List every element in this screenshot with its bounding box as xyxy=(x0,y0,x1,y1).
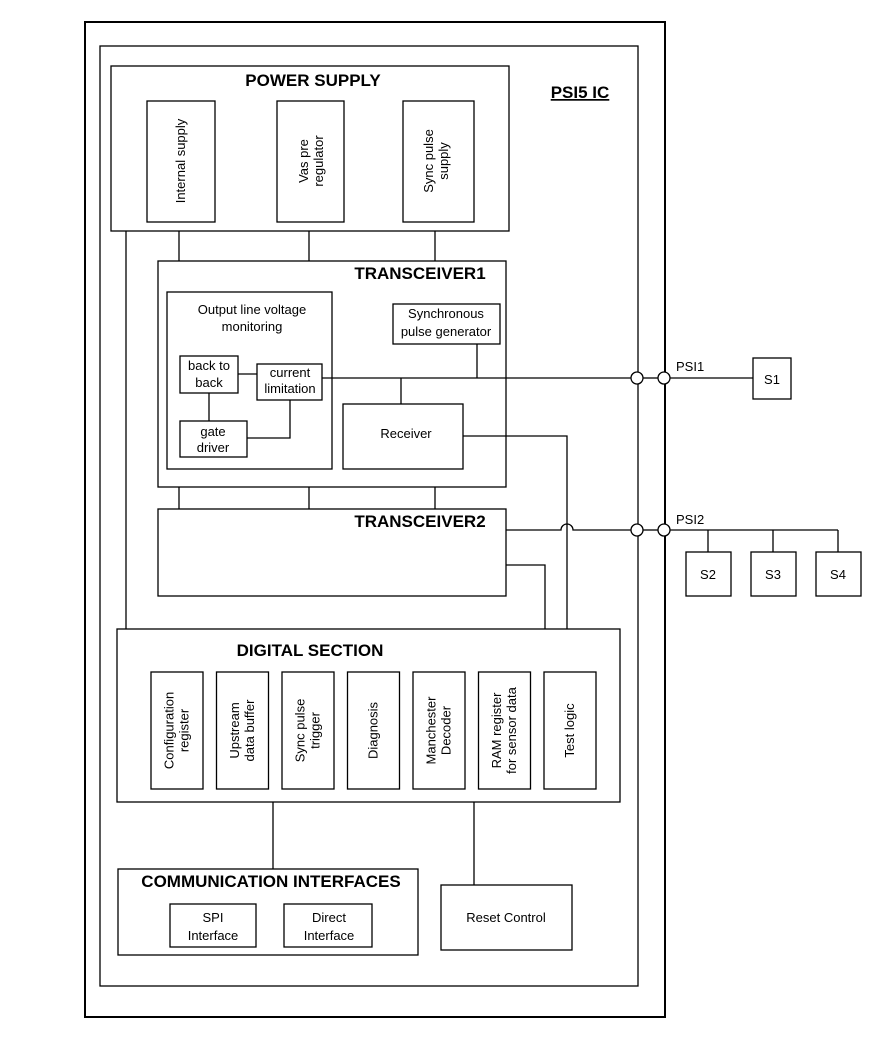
sync-pulse-supply-label-2: supply xyxy=(436,142,451,180)
psi2-pin-inner xyxy=(630,523,644,537)
sensor-s1 xyxy=(752,357,792,400)
manchester-decoder-block xyxy=(412,671,466,790)
gate-driver-block xyxy=(179,420,248,458)
reset-control-block xyxy=(440,884,573,951)
outer-frame xyxy=(84,21,666,1018)
receiver-to-digital-wire xyxy=(463,435,568,629)
configuration-register-label-1: Configuration xyxy=(162,692,177,769)
configuration-register-label-2: register xyxy=(177,708,192,752)
transceiver1-title: TRANSCEIVER1 xyxy=(354,264,485,283)
transceiver2-box xyxy=(157,508,507,597)
power-supply-title: POWER SUPPLY xyxy=(245,71,381,90)
ic-title: PSI5 IC xyxy=(551,83,610,102)
transceiver1-to-transceiver2-wires xyxy=(178,487,436,509)
spi-interface-block xyxy=(169,903,257,948)
transceiver2-title: TRANSCEIVER2 xyxy=(354,512,485,531)
power-to-transceiver1-wires xyxy=(178,231,436,261)
sensor-s2-label: S2 xyxy=(700,567,716,582)
output-line-voltage-monitoring-block xyxy=(166,291,333,470)
psi2-label: PSI2 xyxy=(676,512,704,527)
sensor-s4 xyxy=(815,551,862,597)
connection-lines xyxy=(125,231,839,885)
psi1-pin-outer xyxy=(657,371,671,385)
sensor-s3-label: S3 xyxy=(765,567,781,582)
psi1-label: PSI1 xyxy=(676,359,704,374)
ram-register-block xyxy=(477,671,532,790)
olvm-internal-wires xyxy=(208,373,291,439)
synchronous-pulse-generator-block xyxy=(392,303,501,345)
sync-pulse-trigger-label-2: trigger xyxy=(308,711,323,749)
reset-control-label: Reset Control xyxy=(466,910,546,925)
sync-pulse-trigger-label-1: Sync pulse xyxy=(293,699,308,763)
transceiver2: TRANSCEIVER2 xyxy=(157,508,507,597)
communication-interfaces: COMMUNICATION INTERFACES SPI Interface D… xyxy=(117,868,419,956)
sync-pulse-trigger-block xyxy=(281,671,335,790)
upstream-data-buffer-label-2: data buffer xyxy=(242,699,257,762)
psi2-pin-outer xyxy=(657,523,671,537)
power-supply: POWER SUPPLY Internal supply Vas pre reg… xyxy=(110,65,510,232)
vas-pre-regulator-label-2: regulator xyxy=(311,135,326,187)
ram-register-label-2: for sensor data xyxy=(504,686,519,773)
ram-register-label-1: RAM register xyxy=(489,692,504,769)
sync-gen-label-2: pulse generator xyxy=(401,324,492,339)
test-logic-block xyxy=(543,671,597,790)
psi2-internal-line xyxy=(506,523,631,531)
sync-gen-receiver-taps xyxy=(400,344,478,404)
power-supply-box xyxy=(110,65,510,232)
current-limitation-label-2: limitation xyxy=(264,381,315,396)
spi-interface-label-1: SPI xyxy=(203,910,224,925)
manchester-decoder-label-1: Manchester xyxy=(424,696,439,765)
transceiver1-box xyxy=(157,260,507,488)
internal-supply-label: Internal supply xyxy=(173,118,188,203)
sync-gen-label-1: Synchronous xyxy=(408,306,484,321)
sensor-s3 xyxy=(750,551,797,597)
sensor-s4-label: S4 xyxy=(830,567,846,582)
digital-section-box xyxy=(116,628,621,803)
transceiver2-to-digital-wire xyxy=(506,564,546,629)
psi2-external-bus xyxy=(670,529,839,552)
back-to-back-label-1: back to xyxy=(188,358,230,373)
olvm-label-1: Output line voltage xyxy=(198,302,306,317)
diagnosis-label-1: Diagnosis xyxy=(366,701,381,759)
upstream-data-buffer-block xyxy=(215,671,270,790)
receiver-label: Receiver xyxy=(380,426,432,441)
psi1-pin-inner xyxy=(630,371,644,385)
vas-pre-regulator-label-1: Vas pre xyxy=(296,139,311,183)
digital-section-title: DIGITAL SECTION xyxy=(237,641,384,660)
comm-interfaces-box xyxy=(117,868,419,956)
gate-driver-label-2: driver xyxy=(197,440,230,455)
vas-pre-regulator-block xyxy=(276,100,345,223)
direct-interface-label-2: Interface xyxy=(304,928,355,943)
current-limitation-label-1: current xyxy=(270,365,311,380)
upstream-data-buffer-label-1: Upstream xyxy=(227,702,242,758)
test-logic-label-1: Test logic xyxy=(562,703,577,758)
sensor-s2 xyxy=(685,551,732,597)
olvm-label-2: monitoring xyxy=(222,319,283,334)
direct-interface-block xyxy=(283,903,373,948)
direct-interface-label-1: Direct xyxy=(312,910,346,925)
sync-pulse-supply-label-1: Sync pulse xyxy=(421,129,436,193)
transceiver1: TRANSCEIVER1 Output line voltage monitor… xyxy=(157,260,507,488)
sensor-s1-label: S1 xyxy=(764,372,780,387)
back-to-back-label-2: back xyxy=(195,375,223,390)
manchester-decoder-label-2: Decoder xyxy=(439,705,454,755)
ic-boundary xyxy=(99,45,639,987)
comm-interfaces-title: COMMUNICATION INTERFACES xyxy=(141,872,400,891)
gate-driver-label-1: gate xyxy=(200,424,225,439)
internal-supply-block xyxy=(146,100,216,223)
spi-interface-label-2: Interface xyxy=(188,928,239,943)
sync-pulse-supply-block xyxy=(402,100,475,223)
configuration-register-block xyxy=(150,671,204,790)
diagnosis-block xyxy=(346,671,401,790)
